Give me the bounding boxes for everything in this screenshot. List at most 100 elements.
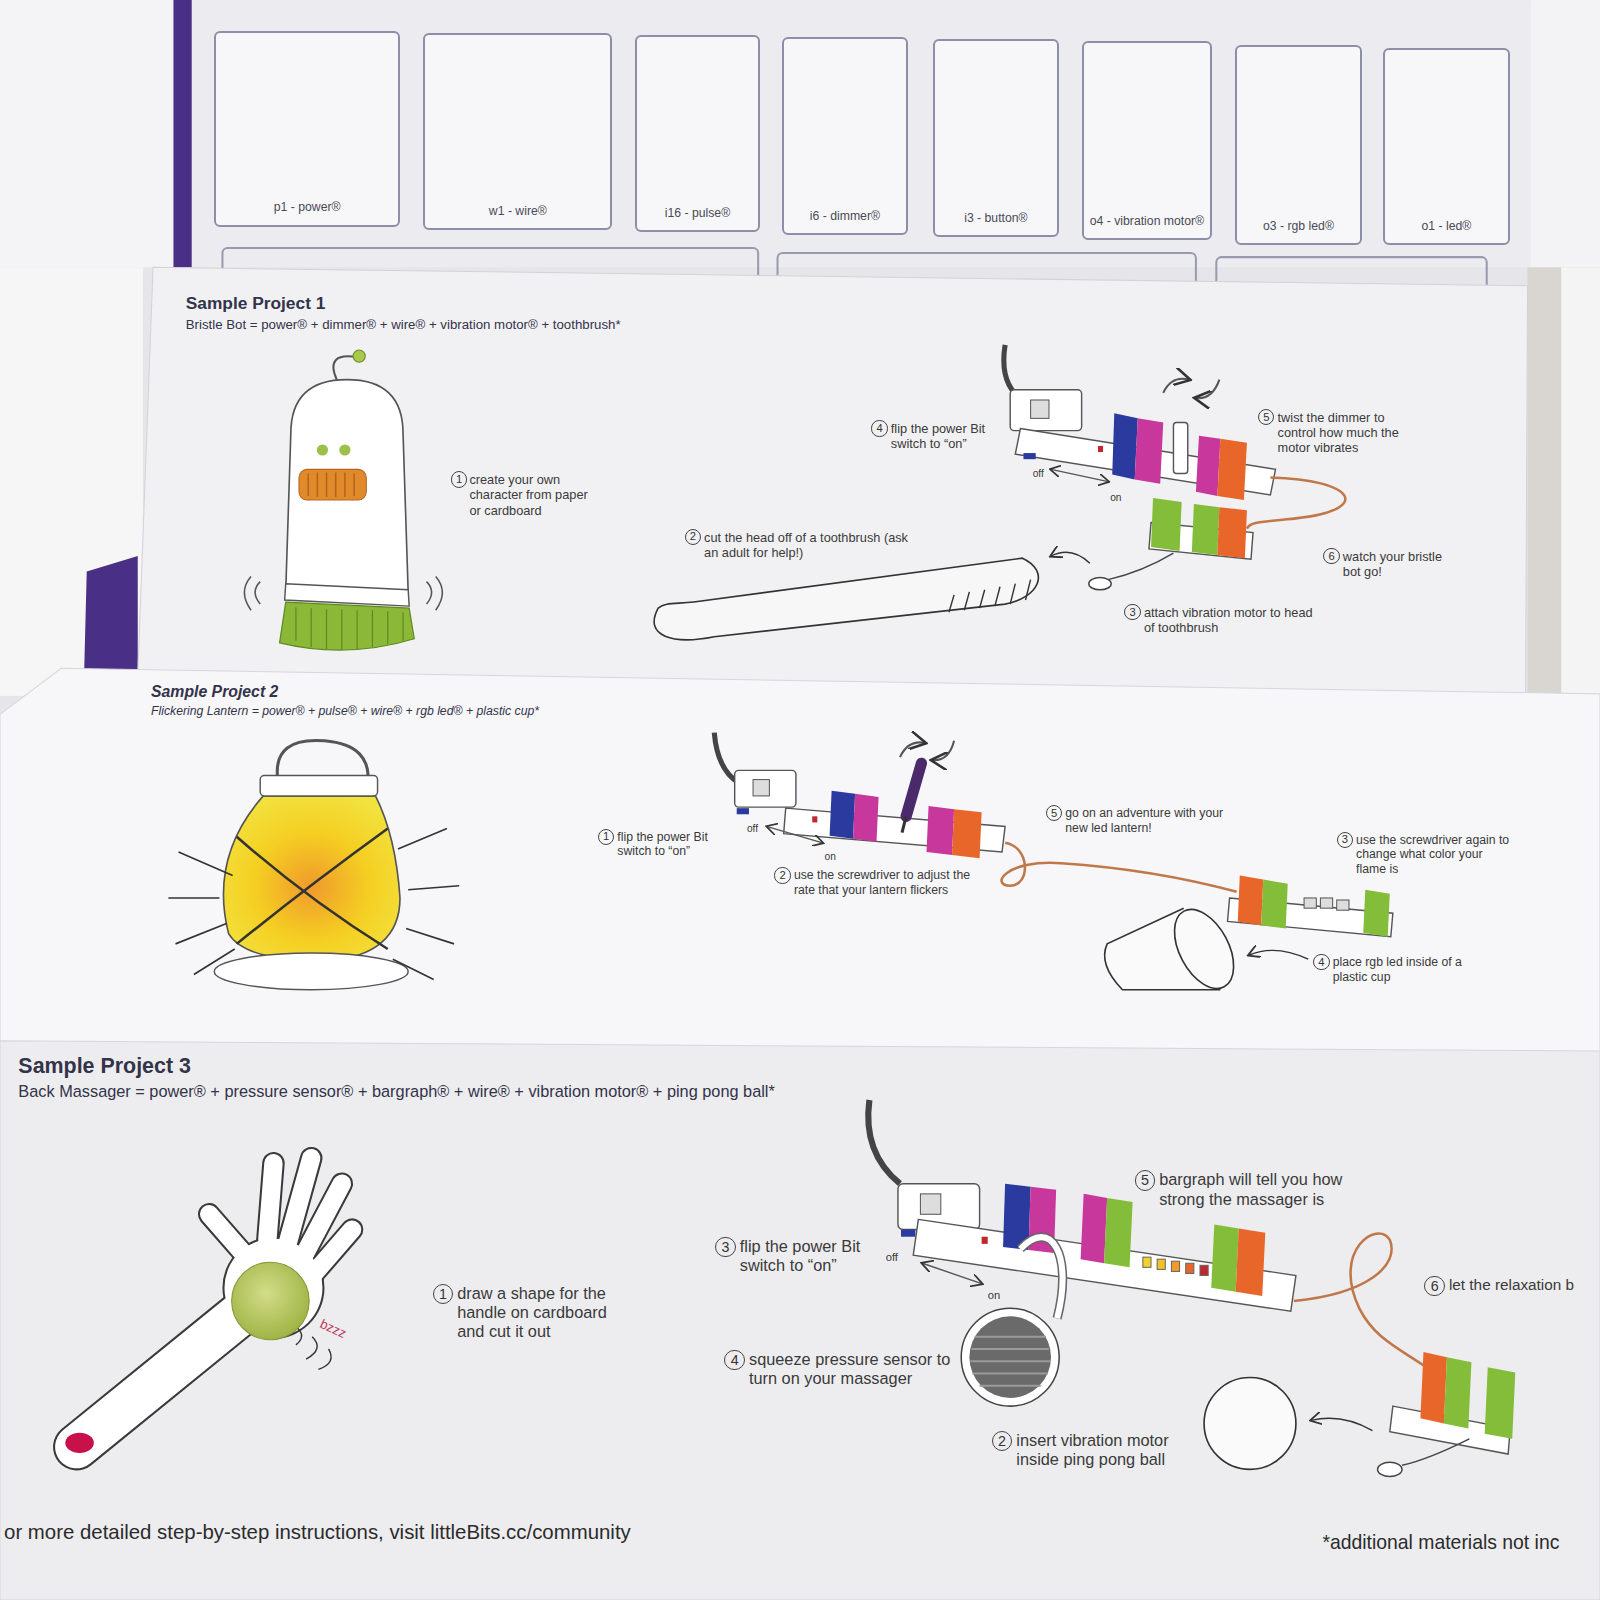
toothbrush [949,580,1031,613]
callout-number: 3 [1337,832,1353,848]
massager-circuit [1081,1194,1108,1263]
step-text: flip the power Bit switch to “on” [617,830,737,859]
hand-massager [232,1262,310,1340]
lantern-circuit [900,742,924,757]
footnote: or more detailed step-by-step instructio… [4,1520,631,1544]
callout-number: 2 [774,867,790,883]
hand-massager [77,1158,353,1447]
bristle-bot-circuit [1010,390,1081,431]
switch-label: on [1110,492,1121,504]
tray-slot: i6 - dimmer® [782,37,909,235]
ping-pong-ball [1311,1418,1372,1430]
slot-label: i3 - button® [940,211,1053,225]
step-text: place rgb led inside of a plastic cup [1333,955,1481,984]
bristle-bot-character [296,607,403,650]
tray-slot: o3 - rgb led® [1235,45,1363,245]
bristle-bot-circuit [1112,413,1138,479]
bristle-bot-circuit [1023,453,1035,459]
callout-number: 6 [1323,548,1339,564]
bristle-bot-character [308,472,354,496]
callout-number: 6 [1424,1276,1444,1296]
massager-circuit [1211,1224,1239,1291]
lantern-illustration [223,796,400,961]
slot-label: o4 - vibration motor® [1089,214,1206,228]
massager-circuit [961,1308,1059,1406]
hand-massager [267,1163,273,1240]
lantern-circuit [1320,898,1332,908]
bristle-bot-character [427,577,443,611]
bristle-bot-circuit [1196,380,1219,399]
massager-circuit [1020,1237,1062,1318]
bristle-bot-circuit [1108,553,1173,580]
bristle-bot-circuit [1089,578,1111,590]
toothbrush [1051,552,1090,563]
massager-circuit [901,1230,915,1237]
hand-massager [209,1214,245,1255]
tray-slot: o1 - led® [1383,48,1511,245]
tray-slot: p1 - power® [214,31,400,227]
bristle-bot-character [333,356,357,379]
callout-number: 4 [871,420,887,436]
massager-circuit [982,1237,988,1244]
massager-circuit [1157,1259,1165,1269]
step-text: use the screwdriver again to change what… [1356,833,1509,876]
tray-slot: i3 - button® [933,39,1060,237]
plastic-cup [1249,950,1308,959]
massager-circuit [868,1100,900,1184]
lantern-circuit [812,816,817,822]
lantern-illustration [260,776,377,796]
massager-circuit [1200,1265,1208,1275]
tray-slot: w1 - wire® [423,33,612,230]
background [1531,0,1600,267]
step-text: go on an adventure with your new led lan… [1065,806,1244,835]
lantern-circuit [853,794,879,842]
background [173,0,191,267]
massager-circuit [969,1316,1051,1398]
bristle-bot-circuit [1192,504,1220,555]
lantern-circuit [952,809,982,858]
lantern-circuit [933,741,954,760]
callout-number: 3 [715,1237,735,1257]
bristle-bot-circuit [1031,400,1049,418]
footnote: *additional materials not inc [1322,1531,1559,1554]
project-heading: Sample Project 3 [18,1054,774,1079]
lantern-circuit [902,816,906,832]
step-text: insert vibration motor inside ping pong … [1016,1431,1200,1470]
lantern-circuit [714,733,1393,937]
callout-number: 4 [1313,954,1329,970]
plastic-cup [1162,900,1245,999]
paper-panel [0,668,1600,1056]
lantern-illustration [168,740,459,989]
bristle-bot-character [299,469,366,500]
bristle-bot-character [244,350,442,650]
lantern-circuit [1363,890,1390,937]
tray-slot: i16 - pulse® [635,35,761,232]
lantern-illustration [214,953,408,990]
paper-panel [138,267,1528,704]
massager-circuit [1104,1198,1133,1267]
hand-massager [65,1158,352,1453]
hand-massager [65,1433,94,1453]
massager-circuit [1171,1261,1179,1271]
massager-circuit [1294,1233,1424,1365]
massager-circuit [1236,1229,1266,1296]
slot-label: i16 - pulse® [642,206,754,220]
bristle-bot-circuit [1135,418,1164,483]
paper-panel [0,1041,1600,1600]
bristle-bot-circuit [1247,478,1345,529]
bristle-bot-circuit [1098,446,1103,452]
bristle-bot-character [317,444,328,455]
ping-pong-ball [1204,1378,1372,1470]
bristle-bot-circuit [1151,498,1182,551]
callout-number: 3 [1124,604,1140,620]
project-band: Sample Project 2Flickering Lantern = pow… [151,683,539,718]
step-text: use the screwdriver to adjust the rate t… [794,868,973,897]
bristle-bot-character [244,577,260,611]
slot-label: i6 - dimmer® [789,209,902,223]
paper-panel [0,267,1600,1600]
slot-label: p1 - power® [221,200,393,214]
step-text: create your own character from paper or … [469,472,600,517]
background [1528,267,1600,706]
massager-circuit [1186,1263,1194,1273]
